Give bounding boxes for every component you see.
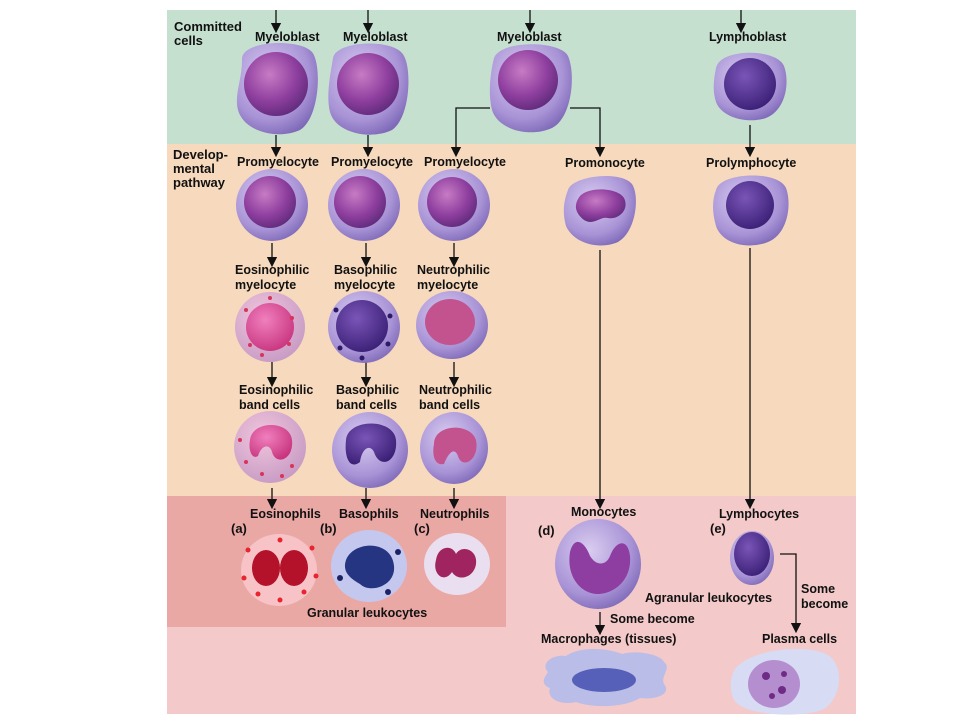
monocytes-letter: (d)	[538, 523, 555, 538]
macrophage-cell	[543, 649, 667, 707]
neutrophilic-myelocyte-label-line-1: Neutrophilic	[417, 263, 490, 277]
plasma-cell	[730, 648, 840, 715]
basophilic-myelocyte-label-line-1: Basophilic	[334, 263, 398, 277]
lymphocytes-label: Lymphocytes	[719, 507, 800, 521]
developmental-pathway-label-line-3: pathway	[173, 175, 226, 190]
developmental-pathway-label-line-1: Develop-	[173, 147, 228, 162]
arrows	[266, 10, 802, 636]
eosinophilic-band-label: Eosinophilic band cells	[239, 383, 313, 413]
eosinophilic-myelocyte-cell	[235, 292, 305, 362]
neutrophilic-band-cell	[420, 412, 488, 484]
eosinophil-cell	[241, 534, 319, 606]
promyelocyte-cell-3	[418, 169, 490, 241]
basophilic-band-label-line-2: band cells	[336, 398, 398, 412]
basophils-letter: (b)	[320, 521, 337, 536]
promyelocyte-cell-2	[328, 169, 400, 241]
myeloblast-cell-3	[489, 44, 572, 133]
committed-cells-label-line-1: Committed	[174, 19, 242, 34]
eosinophilic-myelocyte-label-line-1: Eosinophilic	[235, 263, 310, 277]
plasma-cells-label: Plasma cells	[762, 632, 838, 646]
prolymphocyte-cell	[713, 175, 789, 246]
promonocyte-label: Promonocyte	[565, 156, 645, 170]
myeloblast-cell-1	[236, 42, 318, 135]
basophilic-band-cell	[332, 412, 408, 488]
myeloblast-label-3: Myeloblast	[497, 30, 562, 44]
promyelocyte-label-3: Promyelocyte	[424, 155, 506, 169]
eosinophilic-band-cell	[234, 411, 306, 483]
promyelocyte-cell-1	[236, 169, 308, 241]
basophilic-myelocyte-label: Basophilic myelocyte	[334, 263, 397, 293]
eosinophilic-myelocyte-label: Eosinophilic myelocyte	[235, 263, 309, 293]
basophilic-myelocyte-label-line-2: myelocyte	[334, 278, 396, 292]
prolymphocyte-label: Prolymphocyte	[706, 156, 797, 170]
monocytes-label: Monocytes	[571, 505, 637, 519]
some-become-line-2: become	[801, 597, 849, 611]
lymphocyte-cell	[730, 531, 774, 585]
committed-cells-label: Committed cells	[174, 20, 242, 48]
neutrophils-label: Neutrophils	[420, 507, 490, 521]
committed-cells-label-line-2: cells	[174, 33, 203, 48]
promyelocyte-label-1: Promyelocyte	[237, 155, 319, 169]
eosinophils-letter: (a)	[231, 521, 247, 536]
lymphoblast-label: Lymphoblast	[709, 30, 787, 44]
promonocyte-cell	[563, 176, 636, 246]
granular-leukocytes-label: Granular leukocytes	[307, 606, 428, 620]
monocyte-cell	[555, 519, 641, 609]
developmental-pathway-label-line-2: mental	[173, 161, 215, 176]
neutrophilic-band-label-line-2: band cells	[419, 398, 481, 412]
macrophages-label: Macrophages (tissues)	[541, 632, 677, 646]
some-become-label-monocyte: Some become	[610, 612, 695, 626]
neutrophilic-myelocyte-label-line-2: myelocyte	[417, 278, 479, 292]
basophilic-band-label: Basophilic band cells	[336, 383, 399, 413]
neutrophil-cell	[424, 533, 490, 595]
neutrophilic-myelocyte-cell	[416, 291, 488, 359]
eosinophilic-myelocyte-label-line-2: myelocyte	[235, 278, 297, 292]
eosinophilic-band-label-line-2: band cells	[239, 398, 301, 412]
some-become-line-1: Some	[801, 582, 836, 596]
myeloblast-cell-2	[328, 43, 409, 135]
lymphoblast-cell	[713, 52, 787, 121]
neutrophilic-myelocyte-label: Neutrophilic myelocyte	[417, 263, 490, 293]
neutrophilic-band-label: Neutrophilic band cells	[419, 383, 492, 413]
some-become-label-lymphocyte: Some become	[801, 582, 848, 612]
eosinophilic-band-label-line-1: Eosinophilic	[239, 383, 314, 397]
promyelocyte-label-2: Promyelocyte	[331, 155, 413, 169]
basophils-label: Basophils	[339, 507, 399, 521]
myeloblast-label-2: Myeloblast	[343, 30, 408, 44]
developmental-pathway-label: Develop- mental pathway	[173, 148, 228, 190]
basophilic-band-label-line-1: Basophilic	[336, 383, 400, 397]
neutrophils-letter: (c)	[414, 521, 430, 536]
neutrophilic-band-label-line-1: Neutrophilic	[419, 383, 492, 397]
myeloblast-label-1: Myeloblast	[255, 30, 320, 44]
basophilic-myelocyte-cell	[328, 291, 400, 363]
basophil-cell	[331, 530, 407, 602]
lymphocytes-letter: (e)	[710, 521, 726, 536]
agranular-leukocytes-label: Agranular leukocytes	[645, 591, 773, 605]
eosinophils-label: Eosinophils	[250, 507, 321, 521]
